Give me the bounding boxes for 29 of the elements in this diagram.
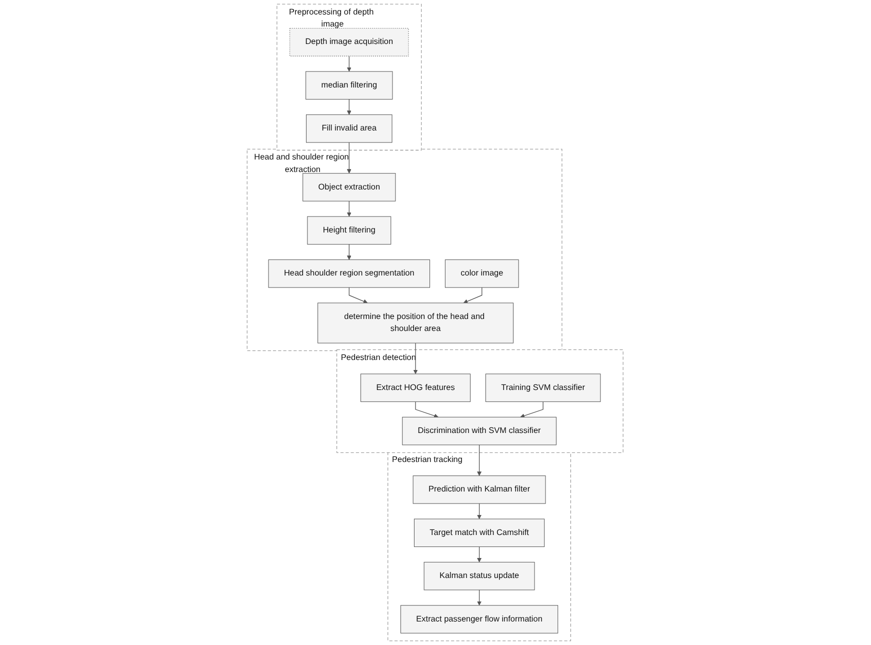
node-box: Extract passenger flow information <box>400 605 559 634</box>
arrow <box>416 401 439 418</box>
arrow <box>347 142 352 174</box>
arrow <box>477 503 482 520</box>
node-box: Extract HOG features <box>360 374 471 402</box>
arrow <box>347 56 352 72</box>
node-box: Object extraction <box>302 173 396 202</box>
arrow <box>477 444 482 476</box>
node-box: determine the position of the head and shoulder area <box>318 302 514 344</box>
arrow <box>349 287 368 304</box>
arrow <box>347 244 352 260</box>
node-box: Kalman status update <box>424 562 536 590</box>
node-box: Training SVM classifier <box>486 374 602 402</box>
node-box: median filtering <box>306 71 394 100</box>
node-box: Prediction with Kalman filter <box>413 476 546 504</box>
arrow <box>414 342 418 374</box>
arrow <box>347 98 352 115</box>
arrow <box>520 401 544 418</box>
node-box: color image <box>445 259 520 288</box>
arrow <box>477 590 482 606</box>
node-box: Target match with Camshift <box>414 518 546 547</box>
node-box: Fill invalid area <box>306 114 393 143</box>
arrow <box>477 546 482 562</box>
node-box: Depth image acquisition <box>290 28 410 56</box>
node-box: Head shoulder region segmentation <box>268 259 430 288</box>
node-box: Discrimination with SVM classifier <box>402 416 557 446</box>
arrow <box>464 287 483 304</box>
node-box: Height filtering <box>308 216 392 245</box>
arrow <box>347 200 352 217</box>
